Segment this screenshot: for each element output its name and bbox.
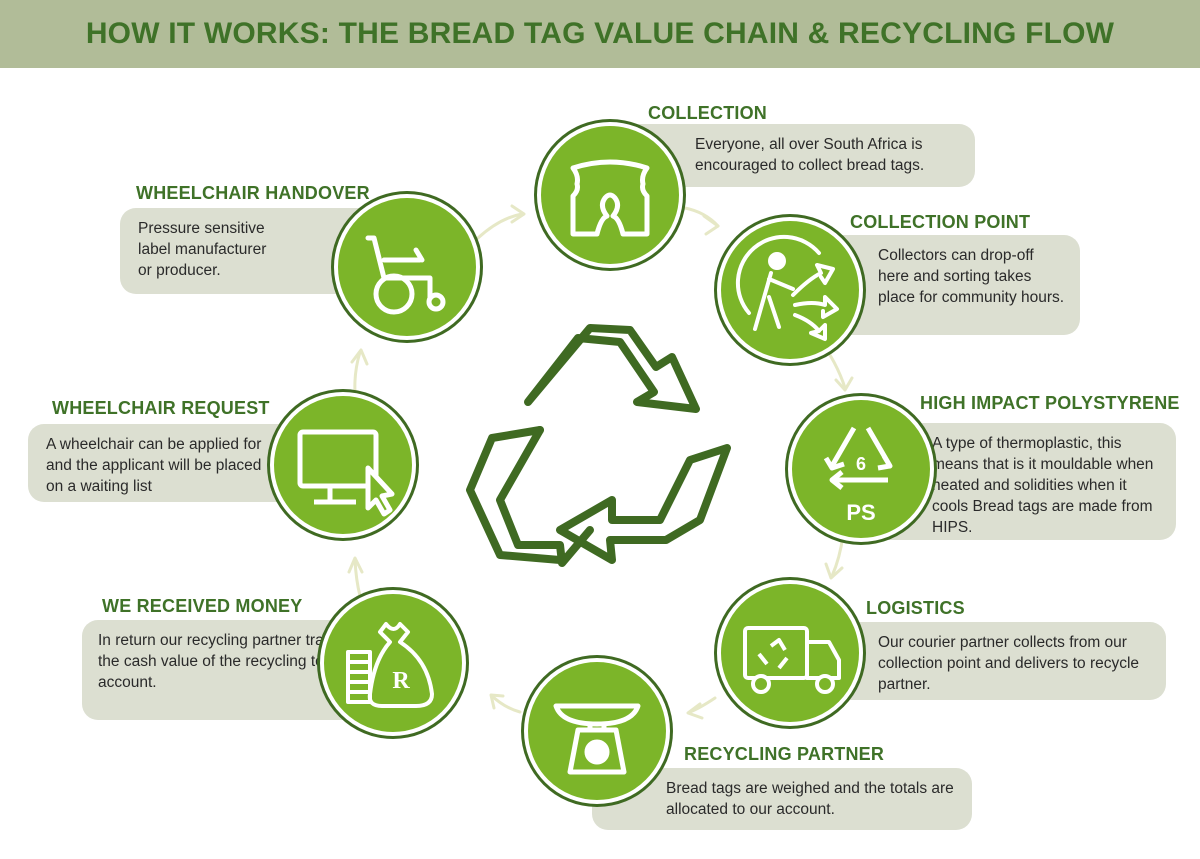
step-description: Collectors can drop-off here and sorting… [878, 247, 1065, 306]
flow-arrow [347, 556, 364, 574]
step-node-wheelchair-request [270, 392, 416, 538]
step-card-recycling-partner: Bread tags are weighed and the totals ar… [592, 768, 972, 830]
money-bag-icon: R [346, 622, 434, 708]
scale-icon [553, 703, 641, 775]
page-title: HOW IT WORKS: THE BREAD TAG VALUE CHAIN … [85, 17, 1115, 50]
step-node-received-money: R [320, 590, 466, 736]
step-description: Bread tags are weighed and the totals ar… [666, 780, 954, 818]
recycling-person-icon [735, 234, 839, 341]
step-card-collection: Everyone, all over South Africa is encou… [625, 124, 975, 187]
currency-symbol: R [392, 668, 410, 694]
step-description: Pressure sensitive label manufacturer or… [138, 220, 267, 279]
truck-icon [743, 626, 841, 694]
step-node-hips: 6 PS [788, 396, 934, 542]
step-title-wheelchair-request: WHEELCHAIR REQUEST [52, 398, 270, 418]
step-title-recycling-partner: RECYCLING PARTNER [684, 744, 885, 764]
step-title-received-money: WE RECEIVED MONEY [102, 596, 303, 616]
step-title-collection: COLLECTION [648, 103, 767, 123]
flow-arrow [824, 562, 844, 580]
ps-6-recycling-icon: 6 PS [823, 426, 893, 525]
step-title-collection-point: COLLECTION POINT [850, 212, 1031, 232]
flow-arrow [353, 350, 362, 394]
step-node-logistics [717, 580, 863, 726]
flow-arrows [347, 204, 854, 720]
step-description: Our courier partner collects from our co… [878, 634, 1140, 693]
flow-arrow [828, 353, 847, 390]
step-description: In return our recycling partner transfer… [98, 632, 366, 691]
flow-arrow [476, 212, 524, 240]
flow-arrow [834, 376, 854, 392]
step-description: A wheelchair can be applied for and the … [46, 436, 262, 495]
computer-icon [297, 429, 395, 517]
step-node-recycling-partner [524, 658, 670, 804]
step-title-logistics: LOGISTICS [866, 598, 965, 618]
step-title-hips: HIGH IMPACT POLYSTYRENE [920, 393, 1180, 413]
step-card-wheelchair-request: A wheelchair can be applied for and the … [28, 424, 296, 502]
flow-arrow [686, 702, 704, 720]
bread-tag-icon [570, 159, 650, 237]
step-node-collection-point [717, 217, 863, 363]
step-node-wheelchair-handover [334, 194, 480, 340]
flow-arrow [350, 348, 369, 366]
step-title-wheelchair-handover: WHEELCHAIR HANDOVER [136, 183, 370, 203]
flow-arrow [489, 693, 505, 710]
recycle-symbol-icon [466, 324, 731, 567]
resin-code-number: 6 [856, 454, 866, 474]
flow-arrow [702, 214, 720, 236]
header-bar: HOW IT WORKS: THE BREAD TAG VALUE CHAIN … [0, 0, 1200, 68]
flow-arrow [510, 204, 526, 224]
step-description: A type of thermoplastic, this means that… [932, 435, 1154, 536]
step-description: Everyone, all over South Africa is encou… [695, 136, 925, 174]
step-node-collection [537, 122, 683, 268]
flow-arrow [353, 558, 362, 598]
resin-code-label: PS [846, 500, 875, 525]
wheelchair-icon [365, 235, 446, 315]
flow-arrow [490, 694, 522, 714]
